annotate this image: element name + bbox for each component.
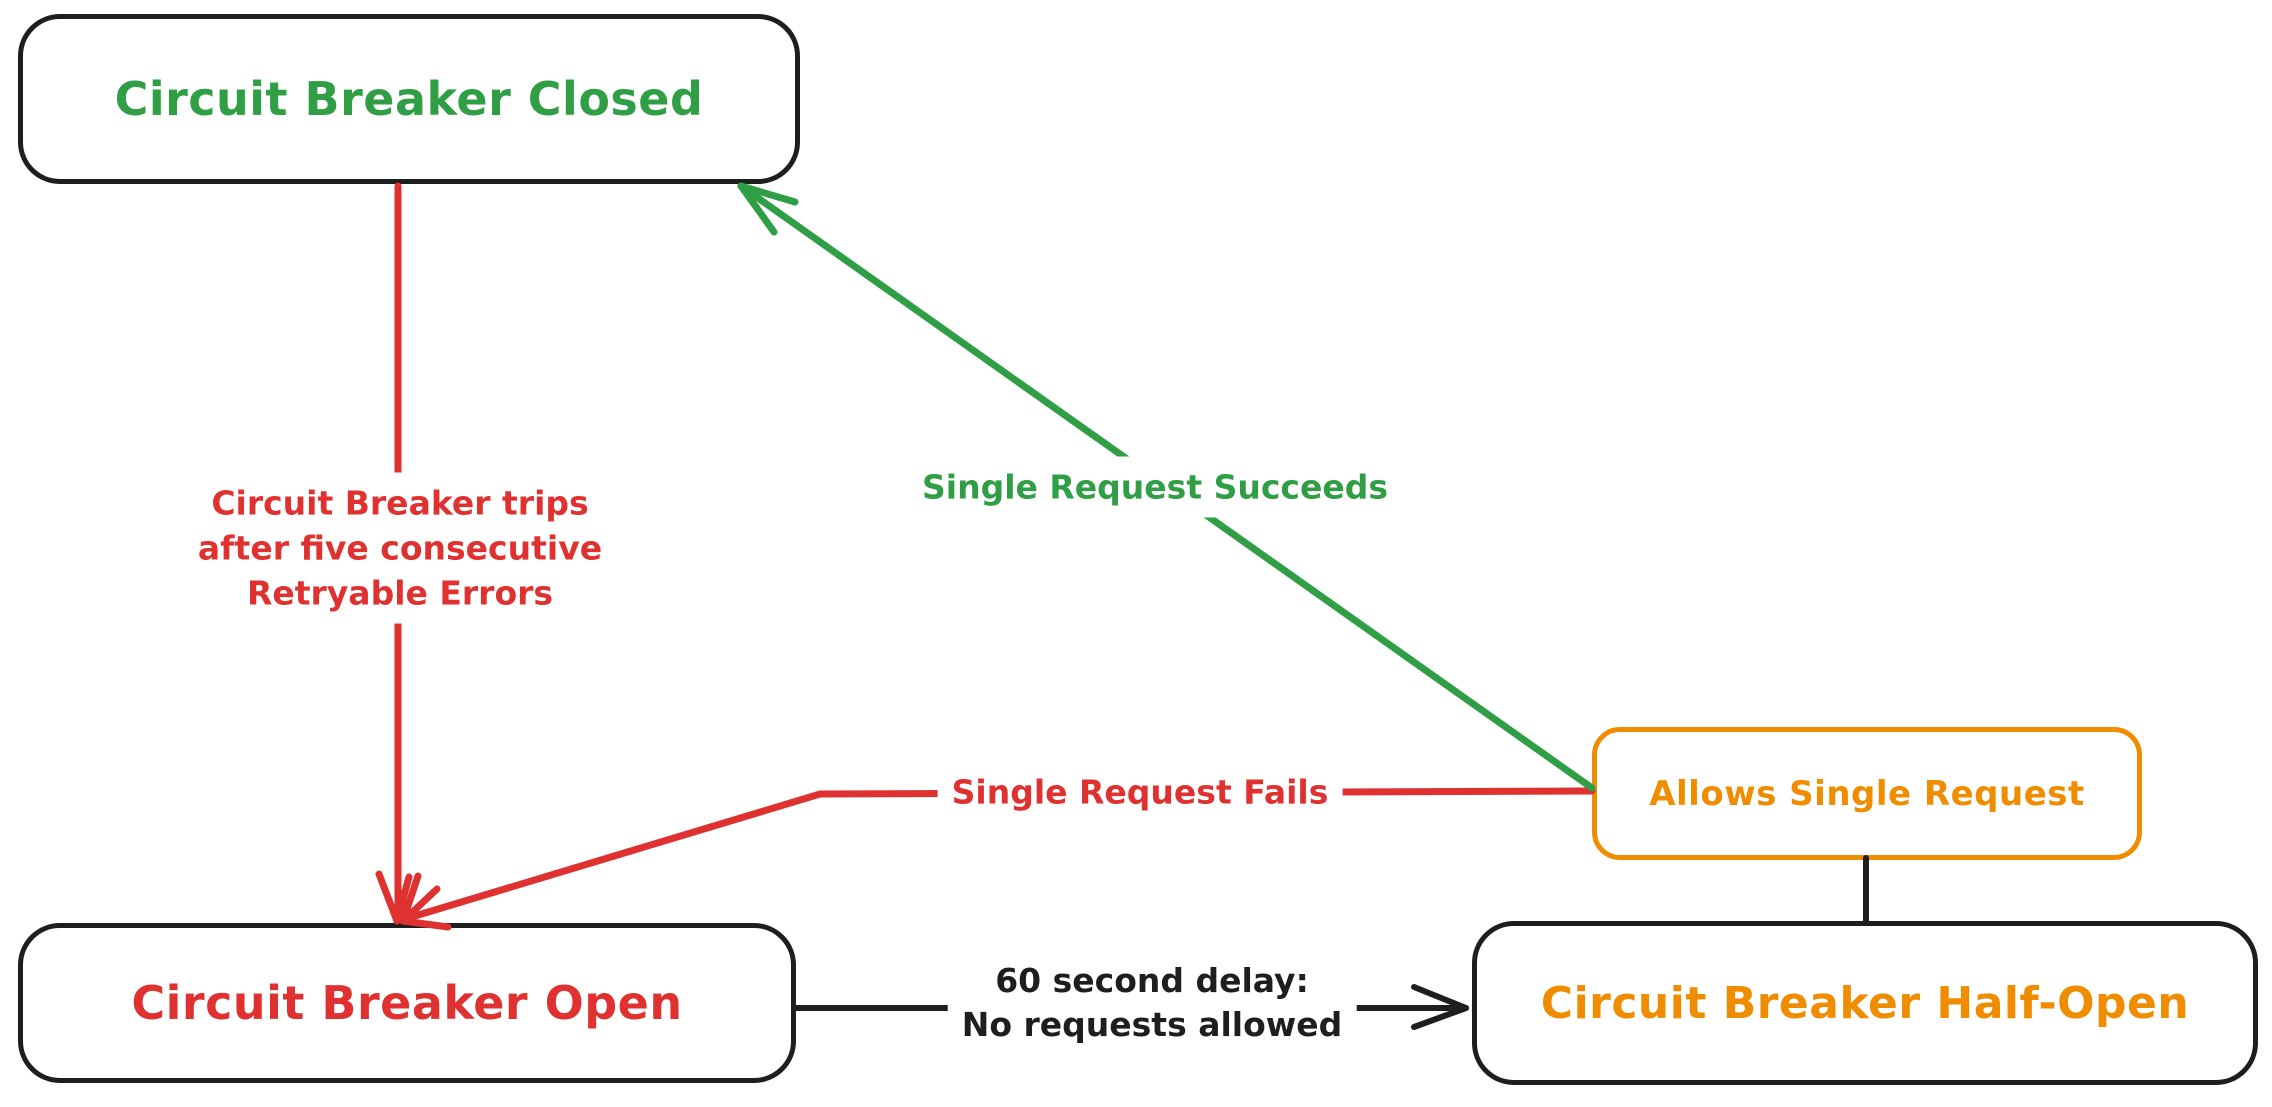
edge-label-trip-line3: Retryable Errors (246, 573, 554, 613)
edge-label-trip-line1: Circuit Breaker trips (211, 483, 589, 523)
state-node-closed: Circuit Breaker Closed (18, 14, 800, 184)
edge-label-succeeds: Single Request Succeeds (908, 456, 1402, 518)
edge-label-trip-line2: after five consecutive (197, 528, 603, 568)
state-node-open: Circuit Breaker Open (18, 923, 796, 1083)
state-node-half-open-label: Circuit Breaker Half-Open (1540, 977, 2190, 1029)
edge-label-delay: 60 second delay: No requests allowed (947, 951, 1357, 1055)
edge-label-delay-line2: No requests allowed (961, 1005, 1343, 1044)
state-node-open-label: Circuit Breaker Open (131, 976, 683, 1030)
edge-label-delay-line1: 60 second delay: (995, 961, 1309, 1000)
edge-label-fails: Single Request Fails (937, 761, 1343, 823)
edge-label-trip: Circuit Breaker trips after five consecu… (183, 472, 617, 624)
node-allows-single-request: Allows Single Request (1592, 727, 2142, 860)
state-node-half-open: Circuit Breaker Half-Open (1472, 921, 2258, 1085)
state-node-closed-label: Circuit Breaker Closed (114, 72, 704, 126)
node-allows-single-request-label: Allows Single Request (1649, 773, 2085, 814)
